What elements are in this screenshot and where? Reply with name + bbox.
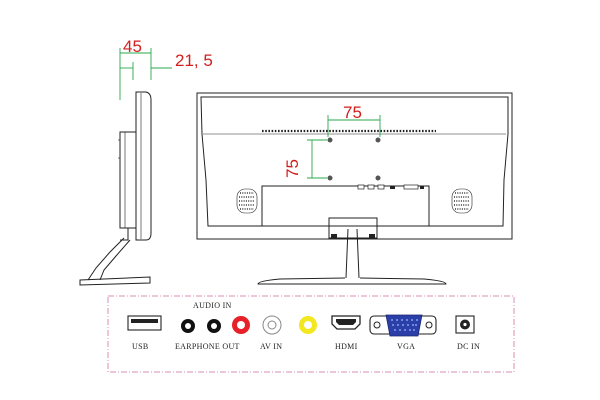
rear-frame [196,92,513,240]
dc-in-port-icon [455,315,475,334]
vesa-dimension-lines [307,115,381,179]
side-dimension-lines [119,48,172,100]
side-back-housing [119,131,137,229]
usb-port-label: USB [132,342,148,351]
earphone-jack-icon [181,319,195,333]
vesa-holes [327,137,381,181]
dc-in-port-label: DC IN [457,342,480,351]
vesa-horizontal-label: 75 [343,103,362,122]
hdmi-port-icon [331,315,361,330]
vesa-vertical-label: 75 [283,159,302,178]
audio-in-jack-icon [207,319,221,333]
side-view: 45 21, 5 [79,37,213,286]
vga-port-label: VGA [397,342,415,351]
speaker-grille-left [236,188,258,214]
side-panel-outline [135,91,152,241]
rear-view: 75 75 [196,92,513,285]
rear-connector-bay [261,184,430,227]
earphone-port-label: EARPHONE OUT [175,342,240,351]
av-white-jack-icon [262,315,282,335]
ports-panel: AUDIO IN USB EARPHONE OUT [107,295,515,373]
side-neck [120,227,129,241]
rear-stand [257,217,447,285]
av-red-jack-icon [232,316,250,334]
speaker-grille-right [451,188,473,214]
av-yellow-jack-icon [299,316,317,334]
av-port-label: AV IN [260,342,282,351]
side-depth-total-label: 45 [123,37,142,56]
usb-port-icon [127,315,162,331]
side-depth-panel-label: 21, 5 [175,51,213,70]
vga-port-icon [369,314,437,337]
audio-in-title: AUDIO IN [193,301,232,310]
hdmi-port-label: HDMI [335,342,358,351]
side-base [79,276,151,286]
ports-panel-frame [107,295,515,373]
